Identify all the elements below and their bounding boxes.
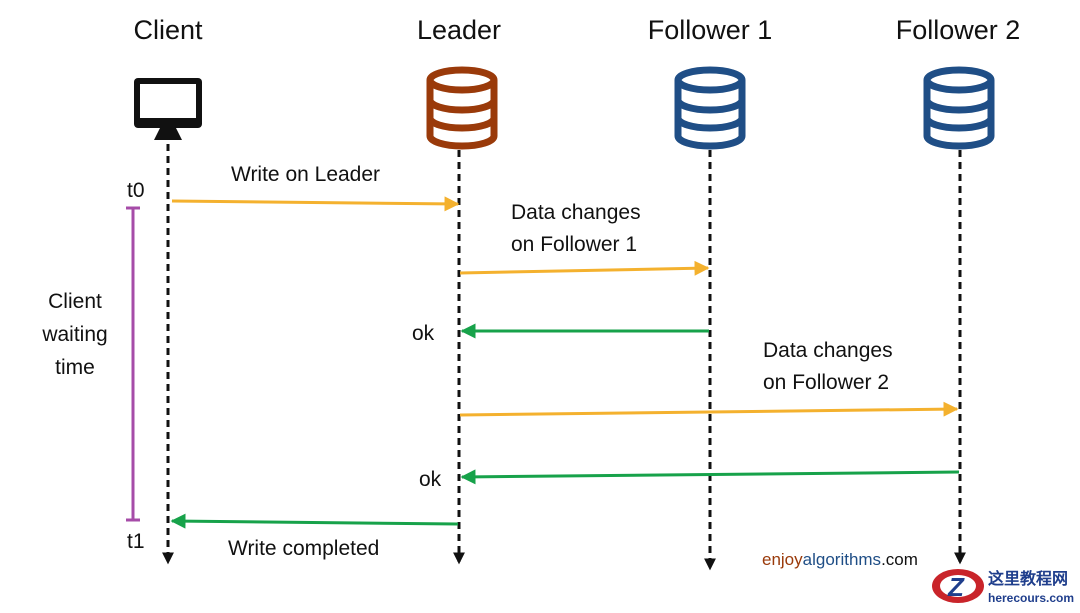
message-ok-follower-2: ok (419, 468, 442, 491)
waiting-line-3: time (55, 356, 95, 379)
waiting-time-bracket (126, 206, 140, 522)
arrow-write-completed (170, 513, 459, 529)
message-data-changes-follower-2-line-2: on Follower 2 (763, 371, 890, 394)
arrow-data-changes-follower-1 (459, 260, 710, 276)
brand-algorithms: algorithms (802, 550, 882, 569)
arrow-data-changes-follower-2 (459, 401, 959, 417)
message-write-completed: Write completed (228, 537, 380, 560)
message-data-changes-follower-2-line-1: Data changes (763, 339, 893, 362)
participant-leader-label: Leader (416, 15, 502, 45)
participant-client-label: Client (133, 15, 203, 45)
watermark-name: 这里教程网 (988, 569, 1068, 588)
waiting-line-1: Client (48, 290, 102, 313)
message-ok-follower-1: ok (412, 322, 435, 345)
client-waiting-time-label: Client waiting time (25, 285, 125, 384)
participant-follower-2-label: Follower 2 (895, 15, 1021, 45)
arrow-write-on-leader (171, 196, 460, 212)
message-data-changes-follower-1-line-1: Data changes (511, 201, 641, 224)
time-end-label: t1 (127, 530, 145, 553)
message-write-on-leader: Write on Leader (231, 163, 381, 186)
database-icon-follower-1 (674, 66, 746, 150)
brand-text: enjoyalgorithms.com (762, 550, 918, 570)
message-data-changes-follower-2: Data changes on Follower 2 (763, 335, 893, 399)
database-icon-leader (426, 66, 498, 150)
watermark-logo: Z 这里教程网 herecours.com (930, 562, 1080, 608)
svg-text:Z: Z (947, 572, 965, 602)
brand-com: .com (881, 550, 918, 569)
time-start-label: t0 (127, 179, 145, 202)
arrow-ok-follower-2 (460, 469, 960, 485)
participant-follower-1-label: Follower 1 (647, 15, 773, 45)
waiting-line-2: waiting (42, 323, 108, 346)
watermark-url: herecours.com (988, 591, 1074, 605)
brand-enjoy: enjoy (762, 550, 803, 569)
monitor-icon (134, 78, 202, 140)
message-data-changes-follower-1: Data changes on Follower 1 (511, 197, 641, 261)
database-icon-follower-2 (923, 66, 995, 150)
message-data-changes-follower-1-line-2: on Follower 1 (511, 233, 638, 256)
